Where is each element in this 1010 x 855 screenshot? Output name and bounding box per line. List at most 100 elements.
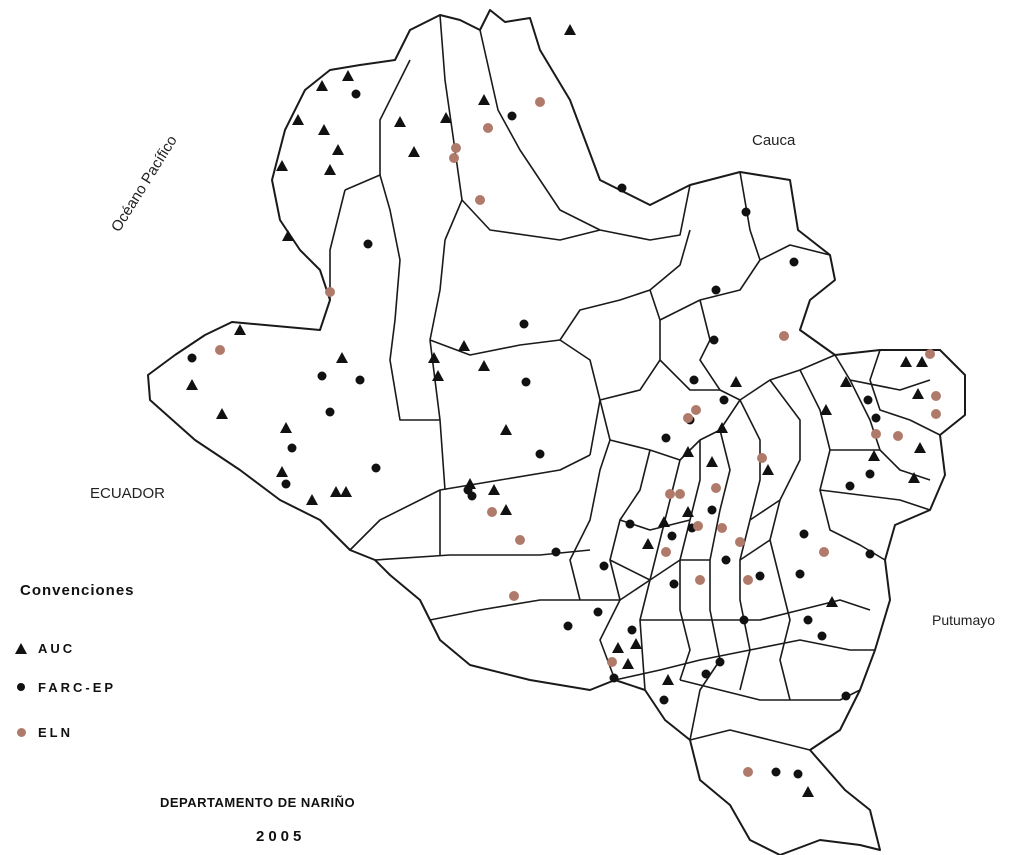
auc-marker — [622, 658, 634, 669]
eln-marker — [325, 287, 335, 297]
auc-marker — [706, 456, 718, 467]
auc-markers — [186, 24, 928, 797]
farc-ep-marker — [721, 555, 731, 565]
eln-marker — [743, 575, 753, 585]
auc-marker — [868, 450, 880, 461]
farc-ep-marker — [871, 413, 881, 423]
legend-label-auc: AUC — [38, 640, 76, 656]
eln-markers — [215, 97, 941, 777]
auc-marker — [432, 370, 444, 381]
eln-marker — [711, 483, 721, 493]
farc-ep-marker — [817, 631, 827, 641]
eln-marker — [475, 195, 485, 205]
farc-ep-marker — [535, 449, 545, 459]
auc-marker — [234, 324, 246, 335]
eln-marker — [925, 349, 935, 359]
department-boundary — [147, 9, 966, 855]
eln-marker — [535, 97, 545, 107]
map-title: DEPARTAMENTO DE NARIÑO — [160, 795, 356, 810]
eln-marker — [695, 575, 705, 585]
label-ecuador: ECUADOR — [90, 485, 166, 502]
farc-ep-marker — [661, 433, 671, 443]
eln-marker — [735, 537, 745, 547]
auc-marker — [292, 114, 304, 125]
farc-ep-marker — [799, 529, 809, 539]
farc-ep-marker — [803, 615, 813, 625]
auc-marker — [826, 596, 838, 607]
auc-marker — [280, 422, 292, 433]
farc-ep-marker — [667, 531, 677, 541]
eln-marker — [757, 453, 767, 463]
farc-ep-marker — [669, 579, 679, 589]
auc-marker — [440, 112, 452, 123]
farc-ep-marker — [659, 695, 669, 705]
auc-marker — [900, 356, 912, 367]
farc-ep-marker — [715, 657, 725, 667]
auc-marker — [488, 484, 500, 495]
auc-marker — [216, 408, 228, 419]
auc-marker — [612, 642, 624, 653]
auc-marker — [336, 352, 348, 363]
label-putumayo: Putumayo — [932, 612, 996, 628]
farc-ep-marker — [317, 371, 327, 381]
auc-marker — [332, 144, 344, 155]
auc-marker — [428, 352, 440, 363]
auc-marker — [342, 70, 354, 81]
eln-marker — [515, 535, 525, 545]
eln-marker — [509, 591, 519, 601]
auc-marker — [394, 116, 406, 127]
farc-ep-marker — [467, 491, 477, 501]
eln-marker — [743, 767, 753, 777]
farc-ep-marker — [741, 207, 751, 217]
eln-marker — [819, 547, 829, 557]
auc-marker — [282, 230, 294, 241]
farc-ep-marker — [617, 183, 627, 193]
farc-ep-marker — [599, 561, 609, 571]
farc-ep-marker — [701, 669, 711, 679]
auc-marker — [762, 464, 774, 475]
farc-ep-marker — [325, 407, 335, 417]
eln-marker — [661, 547, 671, 557]
farc-ep-marker — [845, 481, 855, 491]
farc-ep-marker — [355, 375, 365, 385]
legend-label-farc-ep: FARC-EP — [38, 679, 117, 695]
farc-ep-marker — [593, 607, 603, 617]
farc-ep-marker — [609, 673, 619, 683]
auc-marker — [276, 466, 288, 477]
farc-ep-marker — [795, 569, 805, 579]
farc-ep-markers — [187, 89, 881, 779]
farc-ep-marker — [287, 443, 297, 453]
farc-ep-marker — [627, 625, 637, 635]
auc-marker — [408, 146, 420, 157]
legend-title: Convenciones — [20, 582, 135, 599]
eln-marker — [487, 507, 497, 517]
auc-marker — [564, 24, 576, 35]
farc-ep-marker — [519, 319, 529, 329]
farc-ep-marker — [371, 463, 381, 473]
eln-marker — [675, 489, 685, 499]
legend-item-eln: ELN — [10, 722, 73, 742]
farc-ep-marker — [689, 375, 699, 385]
farc-ep-marker — [711, 285, 721, 295]
farc-ep-marker — [841, 691, 851, 701]
farc-ep-marker — [863, 395, 873, 405]
farc-ep-marker — [351, 89, 361, 99]
farc-ep-marker — [789, 257, 799, 267]
farc-ep-marker — [707, 505, 717, 515]
auc-marker — [840, 376, 852, 387]
farc-ep-marker — [719, 395, 729, 405]
auc-marker — [316, 80, 328, 91]
auc-marker — [630, 638, 642, 649]
auc-marker — [908, 472, 920, 483]
eln-marker — [607, 657, 617, 667]
auc-marker — [682, 506, 694, 517]
farc-ep-marker — [521, 377, 531, 387]
farc-ep-marker — [865, 469, 875, 479]
eln-marker — [683, 413, 693, 423]
auc-marker — [478, 94, 490, 105]
eln-dot-icon — [10, 722, 32, 742]
farc-ep-marker — [363, 239, 373, 249]
eln-marker — [871, 429, 881, 439]
eln-marker — [931, 391, 941, 401]
